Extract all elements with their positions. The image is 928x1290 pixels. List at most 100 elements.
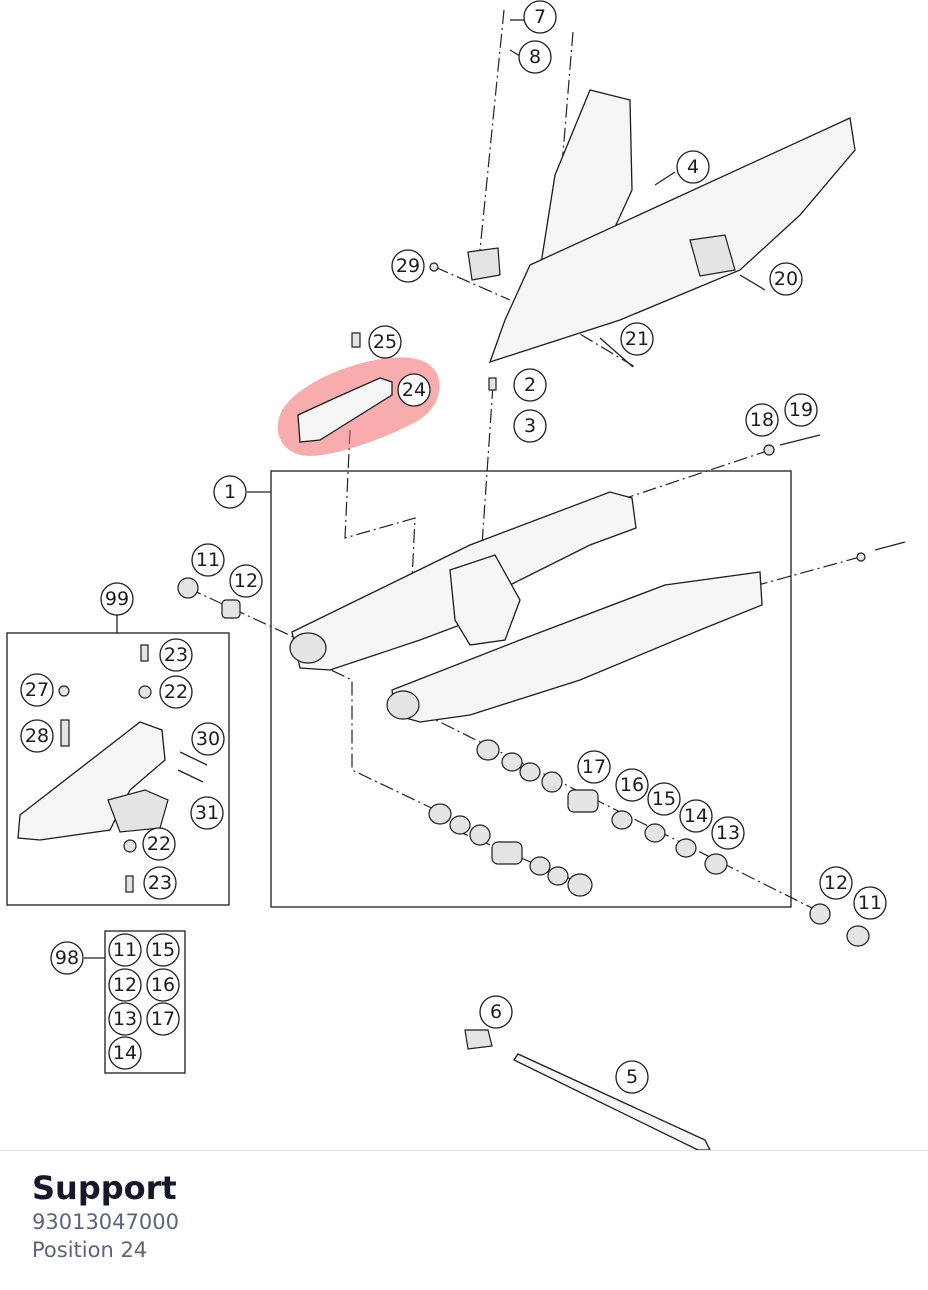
svg-text:21: 21 xyxy=(625,328,649,350)
bearing-seal xyxy=(704,853,728,875)
axle-nut xyxy=(464,1029,493,1050)
screw xyxy=(125,875,134,893)
svg-text:28: 28 xyxy=(25,725,49,747)
chain-guide-clamp xyxy=(107,789,169,833)
callout-98[interactable]: 98 xyxy=(50,941,84,975)
svg-text:98: 98 xyxy=(55,947,79,969)
chain-guide xyxy=(17,721,166,841)
part-number: 93013047000 xyxy=(32,1210,179,1234)
bearing-seal xyxy=(476,739,500,761)
callout-5[interactable]: 5 xyxy=(615,1060,649,1094)
svg-text:27: 27 xyxy=(25,679,49,701)
callout-22[interactable]: 22 xyxy=(159,675,193,709)
callout-2[interactable]: 2 xyxy=(513,368,547,402)
callout-23[interactable]: 23 xyxy=(143,866,177,900)
svg-text:11: 11 xyxy=(858,892,882,914)
svg-text:4: 4 xyxy=(687,156,699,178)
assembly-line xyxy=(481,384,494,546)
callout-17[interactable]: 17 xyxy=(577,750,611,784)
callout-6[interactable]: 6 xyxy=(479,995,513,1029)
callout-8[interactable]: 8 xyxy=(518,40,552,74)
washer xyxy=(547,866,569,886)
svg-text:3: 3 xyxy=(524,415,536,437)
callout-19[interactable]: 19 xyxy=(784,393,818,427)
callout-7[interactable]: 7 xyxy=(523,0,557,34)
svg-text:11: 11 xyxy=(196,549,220,571)
assembly-line xyxy=(479,9,505,251)
part-name: Support xyxy=(32,1169,177,1207)
bearing xyxy=(529,856,551,876)
flange-nut xyxy=(138,685,152,699)
svg-text:20: 20 xyxy=(774,268,798,290)
assembly-line xyxy=(344,429,416,581)
bolt xyxy=(177,769,204,783)
bearing xyxy=(519,762,541,782)
callout-14[interactable]: 14 xyxy=(108,1036,142,1070)
callout-11[interactable]: 11 xyxy=(853,886,887,920)
callout-17[interactable]: 17 xyxy=(146,1002,180,1036)
bolt xyxy=(179,751,208,766)
callout-16[interactable]: 16 xyxy=(146,968,180,1002)
svg-text:14: 14 xyxy=(113,1042,137,1064)
nut xyxy=(58,685,70,697)
callout-31[interactable]: 31 xyxy=(190,796,224,830)
callout-13[interactable]: 13 xyxy=(711,816,745,850)
callout-14[interactable]: 14 xyxy=(679,799,713,833)
callout-27[interactable]: 27 xyxy=(20,673,54,707)
callout-3[interactable]: 3 xyxy=(513,409,547,443)
callout-15[interactable]: 15 xyxy=(146,933,180,967)
svg-text:24: 24 xyxy=(402,379,426,401)
callout-18[interactable]: 18 xyxy=(745,403,779,437)
callout-22[interactable]: 22 xyxy=(142,827,176,861)
callout-21[interactable]: 21 xyxy=(620,322,654,356)
pin xyxy=(60,719,70,747)
washer xyxy=(429,262,439,272)
chain-guard-mount xyxy=(467,247,501,281)
callout-29[interactable]: 29 xyxy=(391,249,425,283)
callout-4[interactable]: 4 xyxy=(676,150,710,184)
callout-12[interactable]: 12 xyxy=(819,866,853,900)
assembly-line xyxy=(619,449,771,501)
washer xyxy=(611,810,633,830)
callout-11[interactable]: 11 xyxy=(108,933,142,967)
callout-99[interactable]: 99 xyxy=(100,582,134,616)
callout-13[interactable]: 13 xyxy=(108,1002,142,1036)
spacer xyxy=(221,599,241,619)
callout-30[interactable]: 30 xyxy=(191,722,225,756)
svg-text:8: 8 xyxy=(529,46,541,68)
callout-16[interactable]: 16 xyxy=(615,768,649,802)
svg-text:15: 15 xyxy=(652,788,676,810)
svg-text:7: 7 xyxy=(534,6,546,28)
bolt xyxy=(779,434,821,446)
assembly-line xyxy=(559,321,636,368)
svg-text:18: 18 xyxy=(750,409,774,431)
callout-23[interactable]: 23 xyxy=(159,638,193,672)
assembly-line xyxy=(434,266,511,301)
washer xyxy=(449,815,471,835)
svg-text:5: 5 xyxy=(626,1066,638,1088)
callout-12[interactable]: 12 xyxy=(108,968,142,1002)
callout-11[interactable]: 11 xyxy=(191,543,225,577)
callout-28[interactable]: 28 xyxy=(20,719,54,753)
bearing-kit-box xyxy=(104,930,186,1074)
assembly-line xyxy=(309,659,441,813)
svg-text:15: 15 xyxy=(151,939,175,961)
callout-1[interactable]: 1 xyxy=(213,475,247,509)
bearing xyxy=(644,823,666,843)
callout-20[interactable]: 20 xyxy=(769,262,803,296)
swingarm xyxy=(391,571,763,723)
callout-24[interactable]: 24 xyxy=(397,373,431,407)
part-position: Position 24 xyxy=(32,1238,148,1262)
bushing xyxy=(491,841,523,865)
callout-25[interactable]: 25 xyxy=(368,325,402,359)
svg-text:6: 6 xyxy=(490,1001,502,1023)
svg-text:22: 22 xyxy=(164,681,188,703)
callout-15[interactable]: 15 xyxy=(647,782,681,816)
swingarm-group-box xyxy=(270,470,792,908)
svg-text:17: 17 xyxy=(151,1008,175,1030)
bearing xyxy=(469,824,491,846)
part-info-panel: Support 93013047000 Position 24 xyxy=(32,1168,179,1264)
callout-12[interactable]: 12 xyxy=(229,564,263,598)
svg-text:22: 22 xyxy=(147,833,171,855)
bearing-seal xyxy=(567,873,593,897)
